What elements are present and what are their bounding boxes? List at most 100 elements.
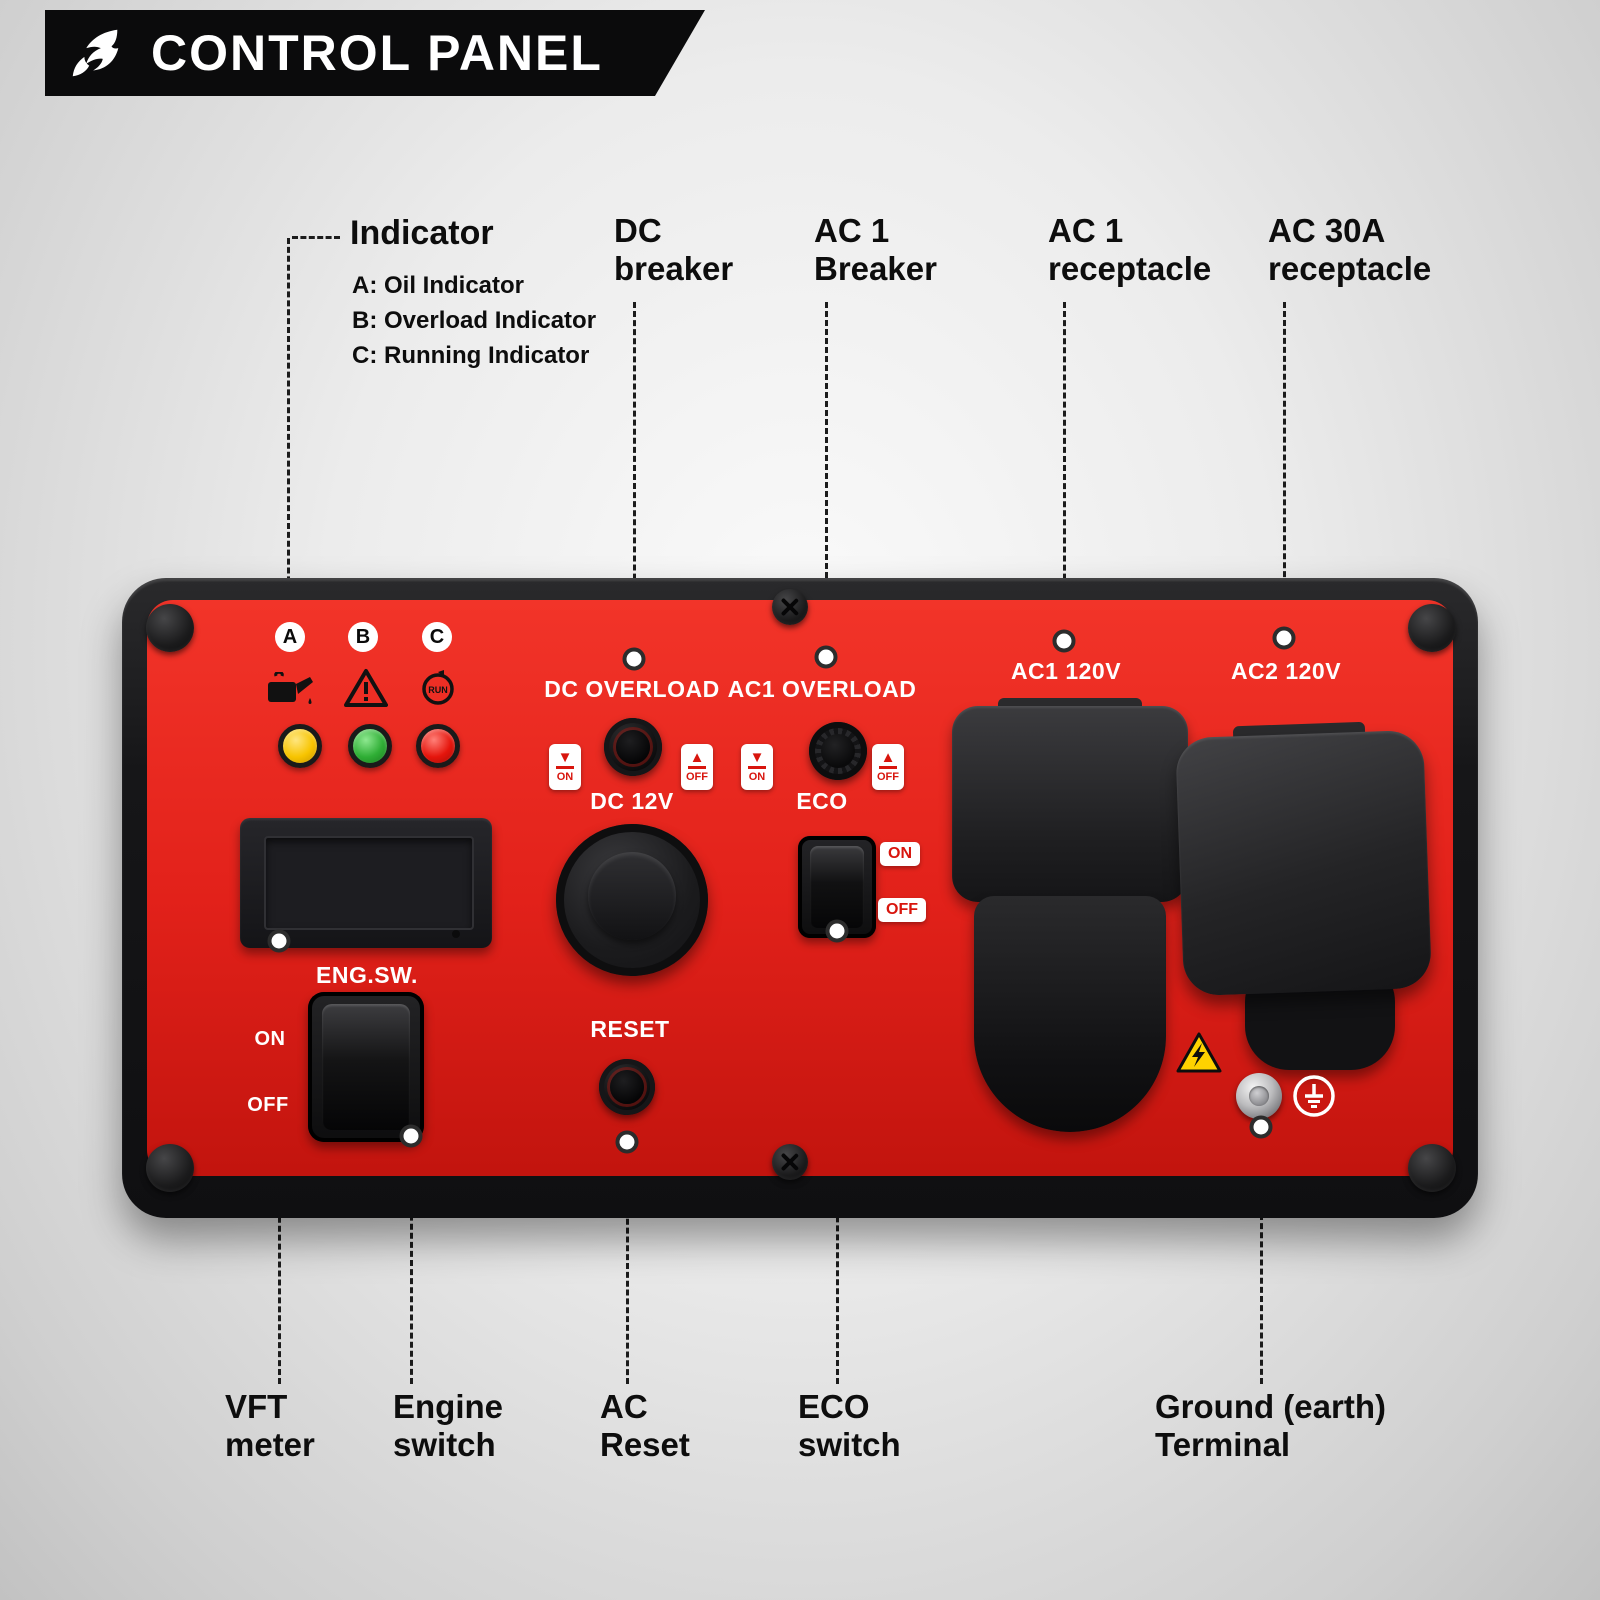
ac30a-receptacle [1175,720,1433,1028]
leader-dot-ac30a-receptacle [1272,626,1296,650]
ac1-receptacle-body [974,896,1166,1132]
leader-line-ac30a-receptacle [1283,302,1286,631]
ground-symbol-icon [1293,1075,1335,1117]
indicator-letter-c: C [422,622,452,652]
vft-meter-screen [264,836,474,930]
callout-ground-terminal-line2: Terminal [1155,1426,1291,1463]
ac-reset-button [599,1059,655,1115]
callout-eco-switch: ECO switch [798,1388,901,1464]
eng-sw-label: ENG.SW. [316,962,418,988]
leader-dot-ac1-receptacle [1052,629,1076,653]
callout-ac30a-receptacle-line2: receptacle [1268,250,1432,287]
mini-on-label: ON [556,771,574,783]
running-indicator-icon: RUN [422,670,454,705]
callout-ground-terminal: Ground (earth) Terminal [1155,1388,1386,1464]
leader-dot-ac1-breaker [814,645,838,669]
run-icon-label: RUN [428,685,448,695]
indicator-item-running: C: Running Indicator [352,342,590,369]
callout-ac30a-receptacle: AC 30A receptacle [1268,212,1431,288]
push-on-icon: ▼ [555,750,575,769]
vft-meter-dot [452,930,460,938]
leader-line-indicator [287,238,290,618]
eco-on-tag: ON [880,842,920,866]
ac2-voltage-label: AC2 120V [1230,658,1342,684]
leader-dot-ac-reset [615,1130,639,1154]
mini-off-label: OFF [686,771,708,783]
callout-ac1-receptacle-line1: AC 1 [1048,212,1124,249]
callout-ac-reset-line1: AC [600,1388,648,1425]
engine-switch-rocker [322,1004,410,1130]
callout-ac1-receptacle: AC 1 receptacle [1048,212,1211,288]
leader-line-ac1-receptacle [1063,302,1066,634]
brand-logo-icon [65,22,127,84]
ac1-receptacle-cover [952,706,1188,902]
indicator-led-overload [348,724,392,768]
leader-dot-engine-switch [399,1124,423,1148]
ac1-voltage-label: AC1 120V [1010,658,1122,684]
callout-engine-switch-line2: switch [393,1426,496,1463]
corner-screw-icon [146,604,194,652]
corner-screw-icon [1408,1144,1456,1192]
callout-ac1-breaker-line2: Breaker [814,250,937,287]
mini-off-label: OFF [877,771,899,783]
leader-dot-vft-meter [267,929,291,953]
ac30a-receptacle-cover [1175,729,1433,997]
callout-indicator-list: A: Oil Indicator B: Overload Indicator C… [352,268,596,373]
ground-terminal-bolt [1236,1073,1282,1119]
dc-breaker-off-pictogram: ▲ OFF [681,744,713,790]
callout-ac-reset-line2: Reset [600,1426,690,1463]
ac1-overload-label: AC1 OVERLOAD [727,676,917,702]
indicator-letter-b: B [348,622,378,652]
dc-breaker-button [604,718,662,776]
push-off-icon: ▲ [687,750,707,769]
corner-screw-icon [146,1144,194,1192]
callout-ac-reset: AC Reset [600,1388,690,1464]
dc-breaker-on-pictogram: ▼ ON [549,744,581,790]
phillips-screw-icon [772,589,808,625]
leader-dot-dc-breaker [622,647,646,671]
dc-overload-label: DC OVERLOAD [544,676,720,702]
leader-line-ac-reset [626,1148,629,1384]
callout-dc-breaker-line1: DC [614,212,662,249]
engine-off-label: OFF [247,1094,289,1116]
dc-socket-cover [588,852,676,940]
leader-dot-eco-switch [825,919,849,943]
eco-label: ECO [796,788,848,814]
eco-switch-rocker [810,846,864,928]
callout-ac1-breaker: AC 1 Breaker [814,212,937,288]
mini-on-label: ON [748,771,766,783]
vft-meter [240,818,492,948]
callout-ground-terminal-line1: Ground (earth) [1155,1388,1386,1425]
eco-off-tag: OFF [878,898,926,922]
callout-eco-switch-line1: ECO [798,1388,870,1425]
callout-dc-breaker: DC breaker [614,212,733,288]
callout-vft-meter-line2: meter [225,1426,315,1463]
indicator-led-running [416,724,460,768]
indicator-item-overload: B: Overload Indicator [352,307,597,334]
overload-indicator-icon [344,669,388,707]
dc-12v-label: DC 12V [590,788,674,814]
callout-dc-breaker-line2: breaker [614,250,734,287]
header-banner: CONTROL PANEL [45,10,705,96]
callout-ac1-receptacle-line2: receptacle [1048,250,1212,287]
dc-12v-socket [556,824,708,976]
push-off-icon: ▲ [878,750,898,769]
ac1-breaker-off-pictogram: ▲ OFF [872,744,904,790]
leader-line-dc-breaker [633,302,636,652]
leader-line-engine-switch [410,1142,413,1384]
callout-vft-meter: VFT meter [225,1388,315,1464]
high-voltage-warning-icon [1176,1032,1222,1073]
push-on-icon: ▼ [747,750,767,769]
reset-label: RESET [590,1016,670,1042]
callout-engine-switch-line1: Engine [393,1388,504,1425]
leader-dot-ground-terminal [1249,1115,1273,1139]
ac1-breaker-knob [809,722,867,780]
callout-vft-meter-line1: VFT [225,1388,288,1425]
engine-switch [308,992,424,1142]
engine-on-label: ON [254,1028,286,1050]
ac1-receptacle [952,698,1188,1138]
callout-eco-switch-line2: switch [798,1426,901,1463]
indicator-letter-a: A [275,622,305,652]
corner-screw-icon [1408,604,1456,652]
